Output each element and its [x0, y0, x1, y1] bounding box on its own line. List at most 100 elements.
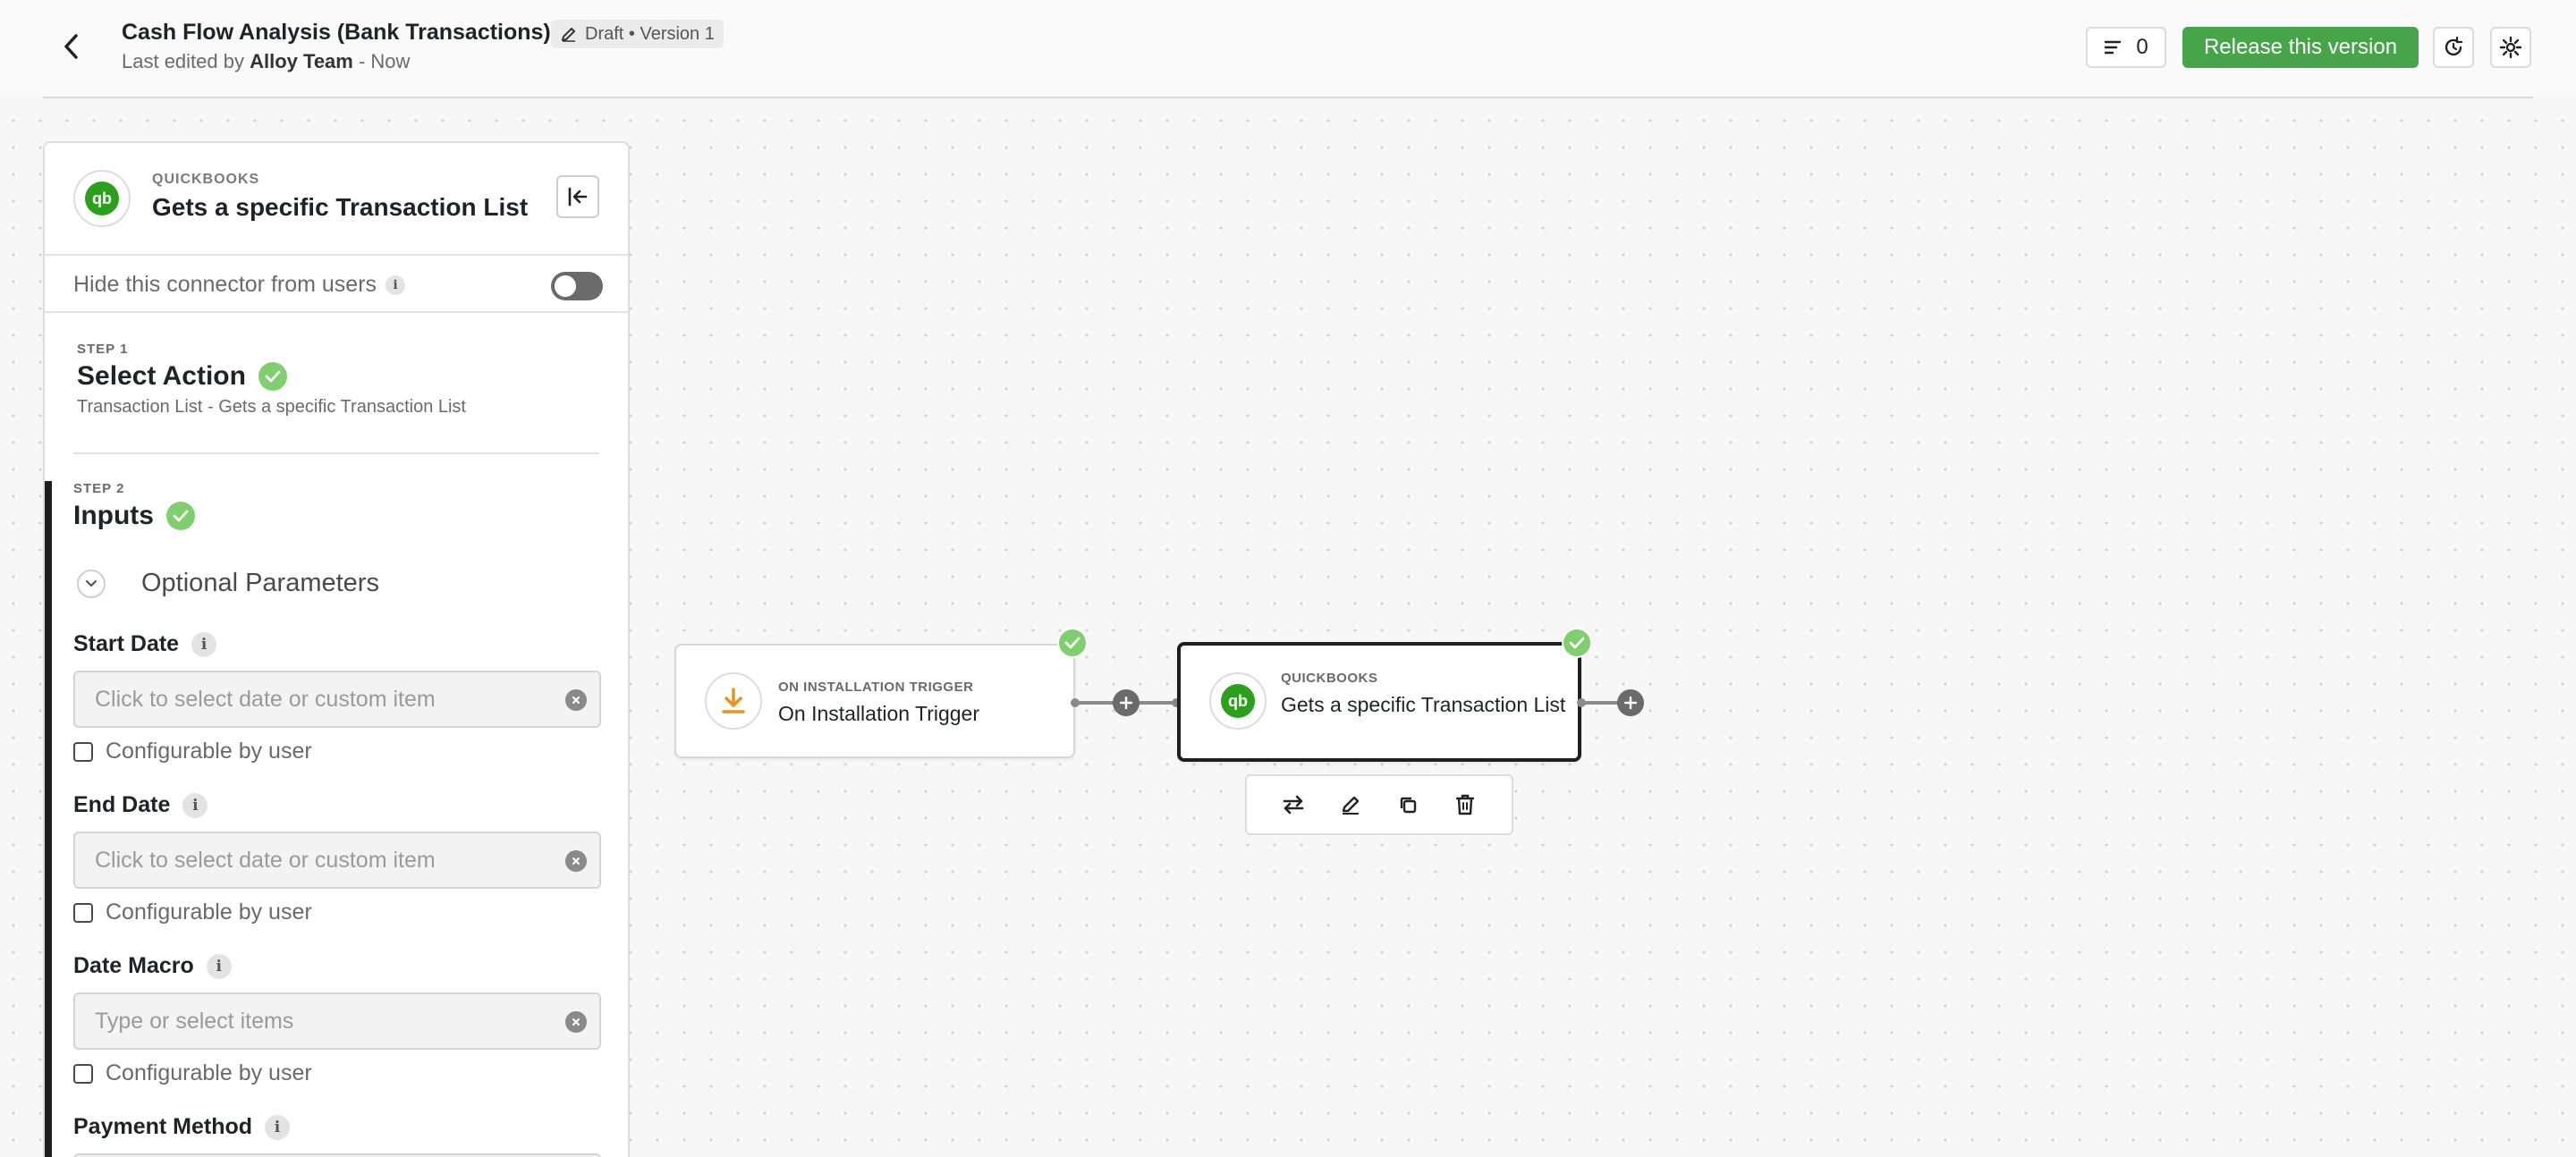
configurable-checkbox[interactable]	[73, 1063, 93, 1084]
panel-eyebrow: QUICKBOOKS	[152, 172, 260, 187]
plus-icon	[1120, 697, 1132, 709]
quickbooks-logo-icon: qb	[73, 170, 131, 227]
trash-icon	[1455, 794, 1475, 815]
start-date-input[interactable]	[73, 671, 601, 728]
trigger-title: On Installation Trigger	[778, 702, 980, 725]
end-date-input[interactable]	[73, 832, 601, 889]
chevron-down-icon	[77, 569, 106, 598]
step2-title[interactable]: Inputs	[73, 501, 195, 531]
configurable-label: Configurable by user	[106, 899, 312, 925]
step2-eyebrow: STEP 2	[73, 481, 125, 496]
end-date-label: End Date i	[73, 792, 208, 818]
list-icon	[2105, 40, 2122, 55]
trigger-eyebrow: ON INSTALLATION TRIGGER	[778, 680, 974, 695]
date-macro-label-text: Date Macro	[73, 953, 194, 978]
hide-connector-row: Hide this connector from users i	[45, 258, 628, 313]
start-date-label-text: Start Date	[73, 631, 180, 656]
last-edited-suffix: - Now	[358, 50, 411, 72]
check-icon	[1562, 628, 1592, 658]
step1-title-text: Select Action	[77, 361, 246, 391]
action-eyebrow: QUICKBOOKS	[1281, 671, 1378, 686]
panel-title: Gets a specific Transaction List	[152, 193, 529, 221]
configurable-label: Configurable by user	[106, 739, 312, 764]
plus-icon	[1624, 697, 1637, 709]
node-toolbar	[1245, 774, 1513, 835]
add-step-button[interactable]	[1617, 689, 1644, 716]
draft-version-badge[interactable]: Draft • Version 1	[551, 20, 724, 48]
connector-config-panel: qb QUICKBOOKS Gets a specific Transactio…	[43, 141, 630, 1157]
check-icon	[166, 502, 195, 530]
date-macro-field[interactable]	[75, 994, 522, 1048]
configurable-checkbox[interactable]	[73, 741, 93, 762]
info-icon[interactable]: i	[182, 792, 208, 818]
gear-icon	[2499, 36, 2522, 59]
collapse-panel-button[interactable]	[556, 175, 599, 218]
hide-connector-text: Hide this connector from users	[73, 272, 377, 297]
duplicate-button[interactable]	[1390, 787, 1426, 823]
pencil-icon	[562, 28, 575, 42]
add-step-button[interactable]	[1113, 689, 1140, 716]
step1-title[interactable]: Select Action	[77, 361, 287, 392]
connector-dot	[1172, 698, 1181, 707]
last-edited: Last edited by Alloy Team - Now	[122, 50, 410, 73]
release-version-button[interactable]: Release this version	[2182, 27, 2419, 68]
collapse-left-icon	[568, 187, 588, 207]
trigger-node[interactable]: ON INSTALLATION TRIGGER On Installation …	[674, 644, 1075, 758]
date-macro-configurable[interactable]: Configurable by user	[73, 1060, 312, 1086]
history-icon	[2445, 36, 2463, 56]
delete-button[interactable]	[1447, 787, 1483, 823]
check-icon	[1057, 628, 1088, 658]
swap-icon	[1283, 795, 1304, 815]
header-divider	[43, 97, 2533, 98]
payment-method-input[interactable]	[73, 1153, 601, 1157]
clear-icon[interactable]	[565, 1011, 587, 1033]
info-icon[interactable]: i	[386, 274, 406, 295]
pencil-icon	[1342, 796, 1360, 815]
info-icon[interactable]: i	[265, 1114, 291, 1140]
top-header: Cash Flow Analysis (Bank Transactions) D…	[0, 0, 2576, 97]
issues-count-button[interactable]: 0	[2086, 27, 2166, 68]
action-title: Gets a specific Transaction List	[1281, 693, 1566, 716]
connector-line	[1581, 701, 1619, 705]
chevron-left-icon	[64, 34, 78, 59]
download-icon	[705, 672, 762, 730]
configurable-label: Configurable by user	[106, 1060, 312, 1085]
draft-badge-label: Draft • Version 1	[585, 23, 715, 44]
configurable-checkbox[interactable]	[73, 902, 93, 923]
last-edited-prefix: Last edited by	[122, 50, 244, 72]
info-icon[interactable]: i	[206, 953, 232, 979]
date-macro-input[interactable]	[73, 992, 601, 1050]
settings-button[interactable]	[2490, 27, 2531, 68]
optional-parameters-label: Optional Parameters	[141, 569, 379, 597]
back-button[interactable]	[57, 30, 86, 63]
end-date-field[interactable]	[75, 833, 522, 887]
end-date-label-text: End Date	[73, 792, 171, 817]
action-node[interactable]: qb QUICKBOOKS Gets a specific Transactio…	[1177, 642, 1581, 762]
issues-count: 0	[2136, 35, 2148, 59]
info-icon[interactable]: i	[191, 631, 217, 657]
start-date-field[interactable]	[75, 672, 522, 726]
start-date-label: Start Date i	[73, 631, 217, 657]
quickbooks-logo-icon: qb	[1209, 672, 1267, 730]
workflow-title: Cash Flow Analysis (Bank Transactions)	[122, 20, 551, 45]
panel-header: qb QUICKBOOKS Gets a specific Transactio…	[45, 143, 628, 256]
date-macro-label: Date Macro i	[73, 953, 232, 979]
last-edited-user: Alloy Team	[250, 50, 353, 72]
history-button[interactable]	[2433, 27, 2474, 68]
step1-description: Transaction List - Gets a specific Trans…	[77, 397, 466, 417]
edit-button[interactable]	[1333, 787, 1368, 823]
clear-icon[interactable]	[565, 689, 587, 711]
hide-connector-label: Hide this connector from users i	[73, 272, 406, 298]
start-date-configurable[interactable]: Configurable by user	[73, 739, 312, 764]
step1-eyebrow: STEP 1	[77, 342, 129, 357]
step2-title-text: Inputs	[73, 501, 154, 530]
optional-parameters-toggle[interactable]: Optional Parameters	[77, 569, 379, 598]
swap-button[interactable]	[1275, 787, 1311, 823]
end-date-configurable[interactable]: Configurable by user	[73, 899, 312, 925]
payment-method-label-text: Payment Method	[73, 1114, 253, 1139]
clear-icon[interactable]	[565, 850, 587, 872]
hide-connector-toggle[interactable]	[551, 272, 603, 300]
active-step-indicator	[45, 481, 52, 1157]
payment-method-label: Payment Method i	[73, 1114, 291, 1140]
